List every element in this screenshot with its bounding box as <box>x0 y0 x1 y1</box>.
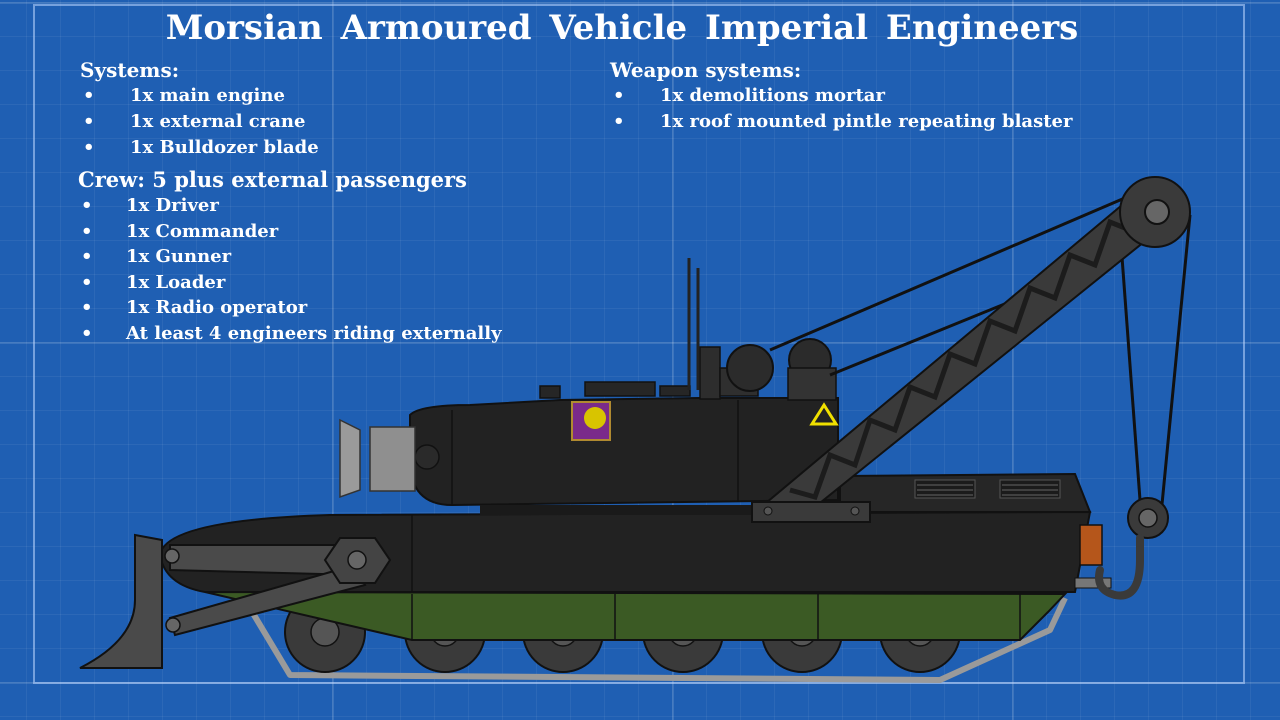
bullet: • <box>81 220 93 242</box>
list-item: • 1x Commander <box>78 219 502 245</box>
bulldozer-blade <box>79 533 163 669</box>
systems-item: 1x main engine <box>130 85 285 106</box>
crane-hook <box>1095 534 1144 600</box>
weapons-section: Weapon systems: • 1x demolitions mortar •… <box>610 57 1072 135</box>
main-hull <box>158 510 1092 593</box>
superstructure <box>409 397 839 507</box>
systems-heading: Systems: <box>80 58 180 82</box>
systems-list: • 1x main engine • 1x external crane • 1x B… <box>80 83 319 161</box>
crew-section: Crew: 5 plus external passengers • 1x Dri… <box>78 167 502 347</box>
bullet: • <box>613 111 625 132</box>
crew-list: • 1x Driver • 1x Commander • 1x Gunner • 1x … <box>78 193 502 347</box>
crew-item: 1x Radio operator <box>126 297 308 319</box>
weapons-item: 1x roof mounted pintle repeating blaster <box>660 111 1073 132</box>
page-title: Morsian Armoured Vehicle Imperial Engine… <box>165 8 1079 48</box>
bullet: • <box>81 297 93 319</box>
bullet: • <box>81 246 93 268</box>
bullet: • <box>81 195 93 216</box>
rear-canister <box>1079 524 1103 566</box>
winch-housing <box>787 367 837 401</box>
superstructure-base <box>480 505 780 515</box>
weapons-heading: Weapon systems: <box>610 58 802 82</box>
list-item: • At least 4 engineers riding externally <box>78 321 502 347</box>
crane-base-plate <box>751 501 871 523</box>
crane-cable <box>769 183 1156 352</box>
list-item: • 1x roof mounted pintle repeating blaste… <box>610 109 1072 135</box>
blueprint-frame <box>33 4 1245 684</box>
winch-pulley <box>726 344 774 392</box>
crane-cable <box>1158 214 1192 526</box>
weapons-list: • 1x demolitions mortar • 1x roof mounted … <box>610 83 1072 135</box>
crew-item: 1x Driver <box>126 195 219 216</box>
lower-hull-panel-lines <box>411 594 1021 640</box>
dozer-blade-bolt <box>165 617 181 633</box>
pintle-blaster-mount <box>699 346 721 400</box>
list-item: • 1x Bulldozer blade <box>80 135 319 161</box>
crane-base-bolt <box>763 506 773 516</box>
bullet: • <box>81 322 93 344</box>
roof-hatch-rear <box>659 385 691 397</box>
crew-item: 1x Commander <box>126 220 279 242</box>
systems-item: 1x Bulldozer blade <box>130 137 319 158</box>
crew-heading: Crew: 5 plus external passengers <box>78 167 467 192</box>
tow-bar <box>1074 577 1112 589</box>
crew-item: At least 4 engineers riding externally <box>126 322 502 344</box>
list-item: • 1x Loader <box>78 270 502 296</box>
mortar-muzzle <box>339 418 361 499</box>
crane-head-hub <box>1144 199 1170 225</box>
warning-triangle-icon <box>809 402 839 426</box>
track <box>242 596 1068 683</box>
roof-hatch <box>584 381 656 397</box>
list-item: • 1x Gunner <box>78 244 502 270</box>
hook-block-hub <box>1138 508 1158 528</box>
dozer-pivot-bolt <box>347 550 367 570</box>
vent-slats <box>917 484 1058 496</box>
mortar-mantlet-bolt <box>414 444 440 470</box>
roof-cupola <box>539 385 561 399</box>
weapons-item: 1x demolitions mortar <box>660 85 885 106</box>
crew-item: 1x Loader <box>126 271 226 293</box>
dozer-blade-bolt <box>164 548 180 564</box>
bullet: • <box>83 111 95 132</box>
crane-boom-lattice <box>789 218 1136 501</box>
list-item: • 1x demolitions mortar <box>610 83 1072 109</box>
systems-section: Systems: • 1x main engine • 1x external cr… <box>80 57 319 161</box>
bullet: • <box>81 271 93 293</box>
list-item: • 1x external crane <box>80 109 319 135</box>
list-item: • 1x main engine <box>80 83 319 109</box>
crane-base-bolt <box>850 506 860 516</box>
mortar-barrel <box>369 426 416 492</box>
bullet: • <box>613 85 625 106</box>
systems-item: 1x external crane <box>130 111 306 132</box>
crane-cable <box>1118 229 1142 501</box>
list-item: • 1x Radio operator <box>78 295 502 321</box>
lower-hull <box>204 591 1068 641</box>
crew-item: 1x Gunner <box>126 246 232 268</box>
bullet: • <box>83 85 95 106</box>
bullet: • <box>83 137 95 158</box>
insignia-emblem <box>584 407 606 429</box>
list-item: • 1x Driver <box>78 193 502 219</box>
